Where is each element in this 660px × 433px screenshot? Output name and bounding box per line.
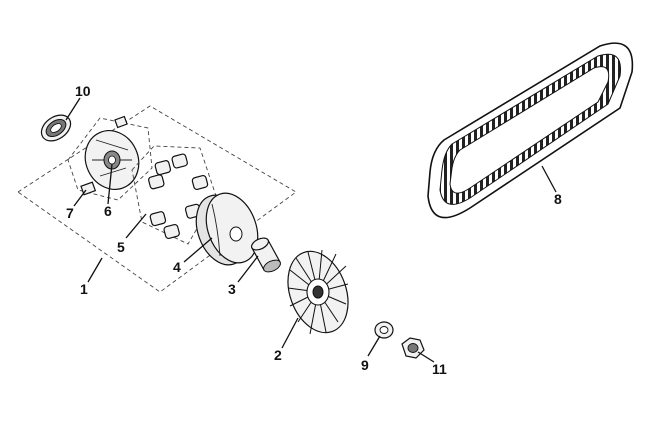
callout-1: 1 — [80, 281, 88, 297]
callout-2: 2 — [274, 347, 282, 363]
callout-labels: 10 6 7 5 4 3 1 2 9 11 8 — [66, 83, 562, 377]
part-8-drive-belt — [427, 42, 634, 219]
part-9-washer — [374, 321, 394, 339]
part-11-nut — [401, 337, 425, 359]
callout-7: 7 — [66, 205, 74, 221]
callout-6: 6 — [104, 203, 112, 219]
callout-8: 8 — [554, 191, 562, 207]
part-10-oil-seal — [40, 114, 72, 142]
part-4-drive-face — [195, 192, 259, 266]
leader-lines — [65, 97, 557, 363]
callout-9: 9 — [361, 357, 369, 373]
callout-10: 10 — [75, 83, 91, 99]
part-6-ramp-plate — [67, 115, 153, 201]
callout-5: 5 — [117, 239, 125, 255]
part-2-fan-pulley — [287, 249, 349, 335]
part-3-bushing — [250, 237, 281, 273]
callout-3: 3 — [228, 281, 236, 297]
callout-4: 4 — [173, 259, 181, 275]
callout-11: 11 — [432, 361, 447, 377]
